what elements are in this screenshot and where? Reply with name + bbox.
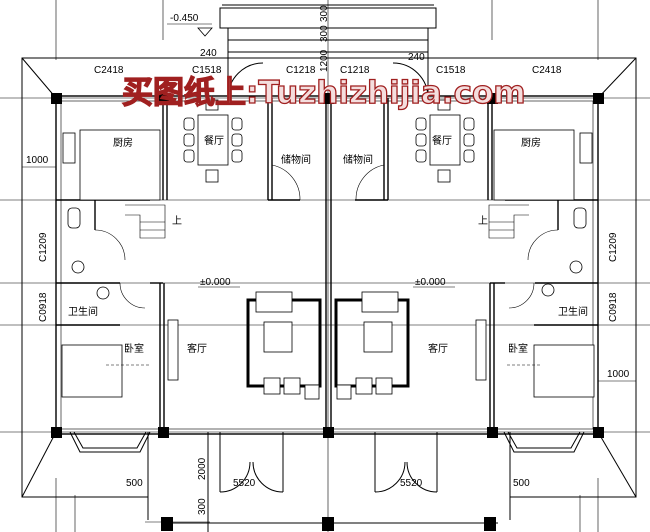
roof-outline xyxy=(21,57,637,498)
stair-label: 上 xyxy=(478,215,488,227)
dimension: 300 xyxy=(319,25,330,42)
stair-label: 上 xyxy=(172,215,182,227)
room-label: 卧室 xyxy=(508,342,528,355)
room-label: 储物间 xyxy=(343,153,373,166)
furniture xyxy=(61,99,595,400)
dimension: 1000 xyxy=(607,369,630,380)
stairs xyxy=(125,204,529,239)
doors xyxy=(94,164,559,309)
window-label: C1218 xyxy=(286,65,316,76)
dimension: 240 xyxy=(408,52,425,63)
window-label: C1218 xyxy=(340,65,370,76)
room-label: 储物间 xyxy=(281,153,311,166)
indoor-elevation-right: ±0.000 xyxy=(415,277,446,288)
room-label: 卫生间 xyxy=(68,305,98,318)
dimension: 1000 xyxy=(26,155,49,166)
dimension: 240 xyxy=(200,48,217,59)
room-label: 餐厅 xyxy=(204,134,224,147)
room-label: 卧室 xyxy=(124,342,144,355)
window-label: C0918 xyxy=(38,292,49,322)
dimension: 5520 xyxy=(233,478,256,489)
dimension-labels: 240 240 300 300 1200 1000 1000 500 5520 … xyxy=(22,5,636,515)
room-label: 餐厅 xyxy=(432,134,452,147)
dimension: 500 xyxy=(513,478,530,489)
window-label: C2418 xyxy=(532,65,562,76)
window-label: C1518 xyxy=(192,65,222,76)
room-labels: 厨房 餐厅 储物间 储物间 餐厅 厨房 上 上 卫生间 卫生间 卧室 卧室 客厅… xyxy=(68,134,588,355)
bay-windows xyxy=(69,431,585,453)
dimension: 300 xyxy=(197,498,208,515)
room-label: 卫生间 xyxy=(558,305,588,318)
indoor-elevation-left: ±0.000 xyxy=(200,277,231,288)
room-label: 客厅 xyxy=(428,342,448,355)
dimension: 5520 xyxy=(400,478,423,489)
room-label: 厨房 xyxy=(113,136,133,149)
window-label: C0918 xyxy=(608,292,619,322)
columns xyxy=(51,93,604,531)
room-label: 厨房 xyxy=(521,136,541,149)
window-label: C1209 xyxy=(608,232,619,262)
window-label: C1209 xyxy=(38,232,49,262)
watermark: 买图纸上:Tuzhizhijia.com xyxy=(122,75,526,111)
dimension: 1200 xyxy=(319,49,330,72)
room-label: 客厅 xyxy=(187,342,207,355)
porch xyxy=(145,432,511,532)
window-label: C1518 xyxy=(436,65,466,76)
outdoor-elevation: -0.450 xyxy=(170,13,199,24)
window-label: C2418 xyxy=(94,65,124,76)
window-labels: C2418 C1518 C1218 C1218 C1518 C2418 C120… xyxy=(38,65,619,322)
elevation-markers: -0.450 ±0.000 ±0.000 xyxy=(167,13,455,288)
dimension: 500 xyxy=(126,478,143,489)
dimension: 2000 xyxy=(197,457,208,480)
front-steps xyxy=(219,4,437,99)
dimension: 300 xyxy=(319,5,330,22)
